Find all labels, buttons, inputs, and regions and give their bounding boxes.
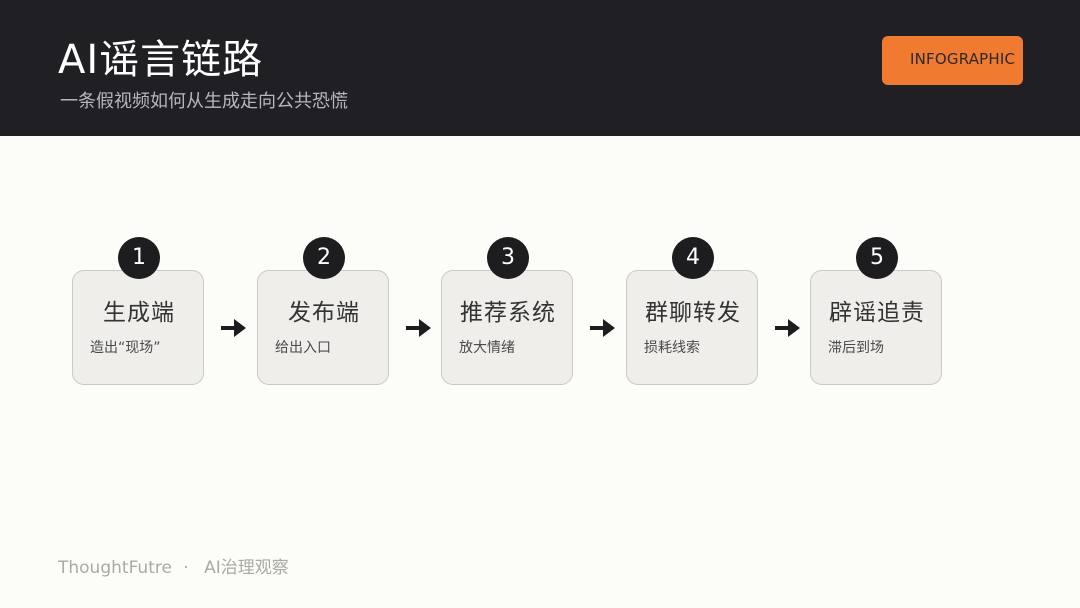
step-1: 1 生成端 造出“现场” bbox=[72, 237, 206, 386]
step-subtitle: 损耗线索 bbox=[644, 340, 700, 356]
step-card bbox=[626, 270, 758, 385]
step-5: 5 辟谣追责 滞后到场 bbox=[810, 237, 944, 386]
infographic-badge: INFOGRAPHIC bbox=[882, 36, 1023, 85]
step-title: 生成端 bbox=[103, 300, 175, 326]
footer-separator: · bbox=[183, 558, 189, 578]
footer-brand: ThoughtFutre bbox=[58, 558, 172, 578]
step-subtitle: 造出“现场” bbox=[90, 340, 161, 356]
step-number-badge: 2 bbox=[303, 237, 345, 279]
step-title: 推荐系统 bbox=[460, 300, 556, 326]
footer-section: AI治理观察 bbox=[204, 558, 289, 578]
step-subtitle: 放大情绪 bbox=[459, 340, 515, 356]
step-title: 发布端 bbox=[288, 300, 360, 326]
step-subtitle: 给出入口 bbox=[275, 340, 331, 356]
footer: ThoughtFutre · AI治理观察 bbox=[58, 557, 289, 579]
step-subtitle: 滞后到场 bbox=[828, 340, 884, 356]
step-3: 3 推荐系统 放大情绪 bbox=[441, 237, 575, 386]
step-card bbox=[257, 270, 389, 385]
step-title: 群聊转发 bbox=[645, 300, 741, 326]
header-bar: AI谣言链路 一条假视频如何从生成走向公共恐慌 INFOGRAPHIC bbox=[0, 0, 1080, 136]
arrow-right-icon bbox=[775, 319, 800, 337]
page-subtitle: 一条假视频如何从生成走向公共恐慌 bbox=[60, 91, 348, 112]
arrow-right-icon bbox=[406, 319, 431, 337]
arrow-right-icon bbox=[221, 319, 246, 337]
step-card bbox=[72, 270, 204, 385]
step-number-badge: 3 bbox=[487, 237, 529, 279]
step-number-badge: 1 bbox=[118, 237, 160, 279]
step-number-badge: 5 bbox=[856, 237, 898, 279]
page-title: AI谣言链路 bbox=[58, 37, 264, 83]
step-2: 2 发布端 给出入口 bbox=[257, 237, 391, 386]
step-4: 4 群聊转发 损耗线索 bbox=[626, 237, 760, 386]
arrow-right-icon bbox=[590, 319, 615, 337]
badge-label: INFOGRAPHIC bbox=[910, 50, 1016, 68]
step-number-badge: 4 bbox=[672, 237, 714, 279]
step-title: 辟谣追责 bbox=[829, 300, 925, 326]
